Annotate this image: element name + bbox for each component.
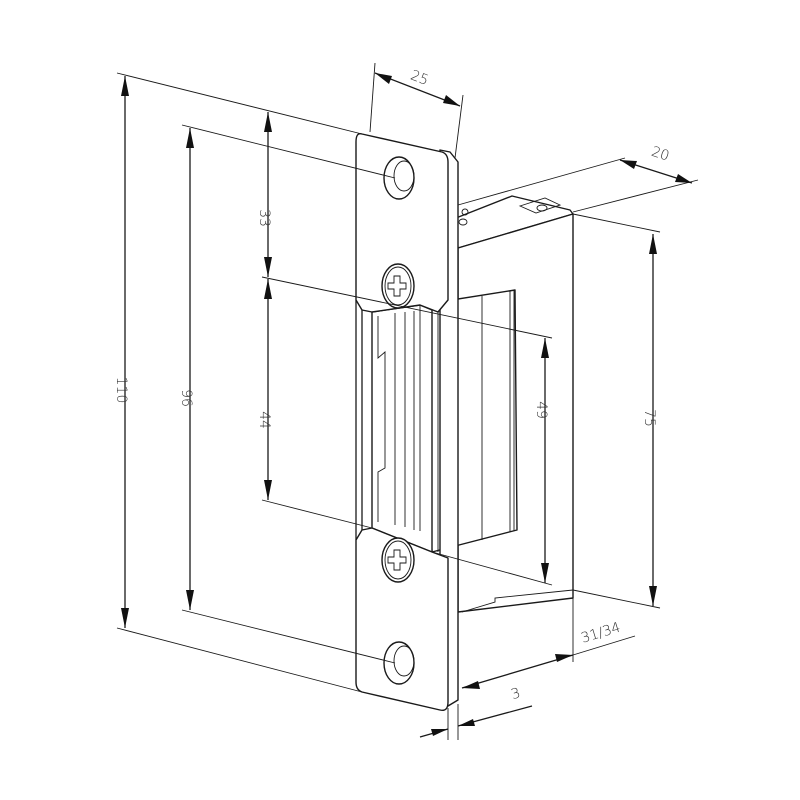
dimension-body-width: 31/34 [461, 598, 636, 689]
dimension-faceplate-thickness: 3 [419, 685, 533, 740]
dimension-label-75: 75 [641, 409, 657, 427]
top-screw [381, 263, 415, 309]
dimension-label-110: 110 [113, 377, 129, 404]
dimension-body-depth: 20 [457, 144, 699, 213]
bottom-screw [381, 537, 415, 583]
dimension-label-33: 33 [256, 209, 272, 227]
dimension-label-25: 25 [408, 68, 430, 89]
dimension-overall-height: 110 [113, 72, 363, 693]
dimension-label-96: 96 [178, 389, 194, 407]
top-mounting-hole [383, 156, 415, 200]
faceplate [355, 132, 459, 712]
dimension-latch-height: 49 [431, 338, 553, 586]
dimension-label-3: 3 [509, 685, 522, 703]
dimension-hole-spacing: 96 [178, 124, 396, 664]
bottom-mounting-hole [383, 641, 415, 685]
dimension-body-height: 75 [572, 213, 661, 609]
dimension-label-20: 20 [649, 144, 671, 165]
dimension-top-to-opening: 33 [256, 112, 272, 277]
dimension-faceplate-width: 25 [369, 62, 464, 159]
dimension-label-31-34: 31/34 [579, 620, 622, 647]
dimension-label-49: 49 [533, 401, 549, 419]
dimension-label-44: 44 [256, 411, 272, 429]
dimension-opening-height: 44 [256, 276, 553, 529]
